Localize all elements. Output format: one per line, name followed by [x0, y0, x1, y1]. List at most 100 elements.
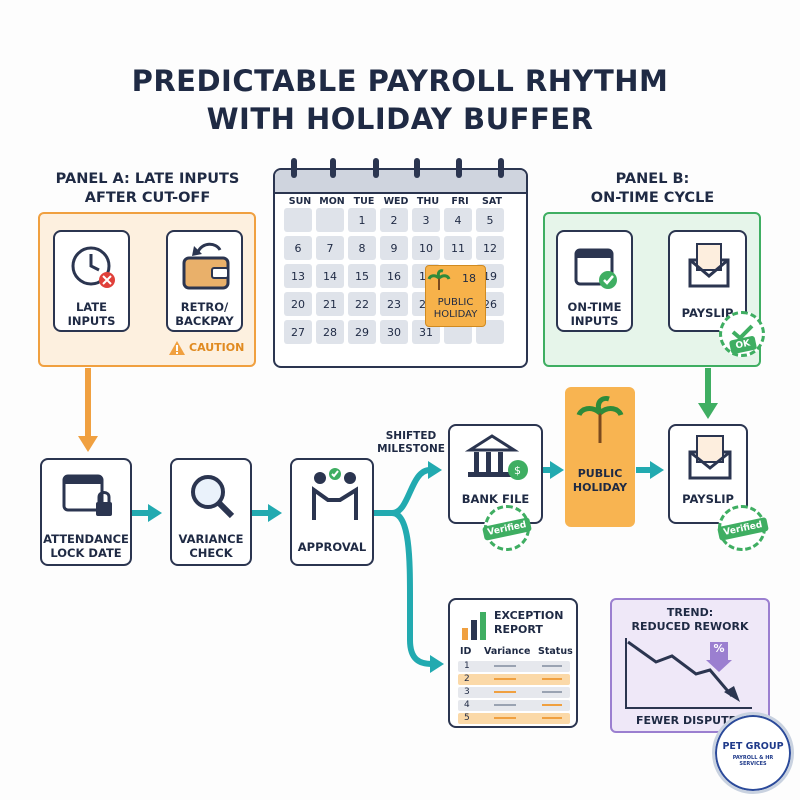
panel-a-title: PANEL A: LATE INPUTS AFTER CUT-OFF: [30, 170, 265, 208]
panel-b-title-line-2: ON-TIME CYCLE: [590, 190, 715, 206]
report-row-id-4: 4: [464, 700, 470, 710]
report-row-id-2: 2: [464, 674, 470, 684]
report-title-line-1: EXCEPTION: [494, 609, 564, 622]
trend-title-line-2: REDUCED REWORK: [631, 620, 749, 633]
late-inputs-label: LATE INPUTS: [67, 300, 116, 328]
report-title-line-2: REPORT: [494, 623, 543, 636]
approval-label: APPROVAL: [297, 540, 367, 554]
envelope-icon: [688, 243, 730, 288]
dow-sat: SAT: [482, 196, 502, 207]
report-header-status: Status: [538, 646, 573, 657]
shifted-milestone-label: SHIFTED MILESTONE: [377, 430, 445, 455]
trend-title: TREND: REDUCED REWORK: [612, 606, 768, 634]
late-inputs-card: LATE INPUTS: [53, 230, 130, 332]
retro-backpay-card: RETRO/ BACKPAY: [166, 230, 243, 332]
calendar-day: 10: [412, 236, 440, 260]
exception-report-title: EXCEPTION REPORT: [494, 609, 563, 637]
verified-badge-payslip: Verified: [717, 505, 769, 551]
calendar-day: 12: [476, 236, 504, 260]
approval-card: APPROVAL: [290, 458, 374, 566]
calendar-day: 22: [348, 292, 376, 316]
panel-a-title-line-2: AFTER CUT-OFF: [84, 190, 211, 206]
report-row-id-5: 5: [464, 713, 470, 723]
calendar-day: 8: [348, 236, 376, 260]
trend-line-chart: [625, 638, 752, 709]
report-header-id: ID: [460, 646, 472, 657]
company-logo: PET GROUP PAYROLL & HR SERVICES: [712, 712, 794, 794]
calendar-day: 27: [284, 320, 312, 344]
variance-check-label: VARIANCE CHECK: [178, 532, 244, 560]
attendance-lock-card: ATTENDANCE LOCK DATE: [40, 458, 132, 566]
variance-check-card: VARIANCE CHECK: [170, 458, 252, 566]
calendar-day: 11: [444, 236, 472, 260]
calendar-day: 3: [412, 208, 440, 232]
palm-tree-icon-large: [576, 396, 624, 443]
trend-panel: TREND: REDUCED REWORK % FEWER DISPUTES: [610, 598, 770, 733]
payslip-label-b: PAYSLIP: [681, 306, 734, 320]
svg-text:$: $: [514, 464, 521, 477]
calendar-day: 16: [380, 264, 408, 288]
holiday-label: PUBLIC HOLIDAY: [433, 297, 478, 320]
bank-icon: $: [464, 434, 528, 480]
palm-tree-icon: [427, 269, 451, 290]
calendar-day: 20: [284, 292, 312, 316]
dow-fri: FRI: [451, 196, 469, 207]
holiday-day-number: 18: [462, 272, 476, 285]
verified-badge-bank: Verified: [482, 505, 532, 551]
envelope-icon-flow: [688, 435, 732, 480]
title-line-1: PREDICTABLE PAYROLL RHYTHM: [131, 64, 669, 98]
dow-mon: MON: [319, 196, 345, 207]
public-holiday-highlight: 18 PUBLIC HOLIDAY: [425, 265, 486, 327]
bar-chart-icon: [462, 612, 486, 640]
calendar-day: 21: [316, 292, 344, 316]
calendar-day: 6: [284, 236, 312, 260]
clock-alert-icon: [71, 246, 115, 288]
calendar-day: 28: [316, 320, 344, 344]
dow-sun: SUN: [288, 196, 312, 207]
payslip-card-b: PAYSLIP: [668, 230, 747, 332]
panel-b-title-line-1: PANEL B:: [615, 171, 690, 187]
verified-label-bank: Verified: [482, 517, 532, 541]
attendance-lock-label: ATTENDANCE LOCK DATE: [43, 532, 129, 560]
panel-b-title: PANEL B: ON-TIME CYCLE: [540, 170, 765, 208]
dow-tue: TUE: [353, 196, 375, 207]
title-line-2: WITH HOLIDAY BUFFER: [206, 102, 594, 136]
calendar-day: 30: [380, 320, 408, 344]
on-time-inputs-card: ON-TIME INPUTS: [556, 230, 633, 332]
magnifier-icon: [191, 475, 235, 519]
calendar-day: 15: [348, 264, 376, 288]
exception-report-card: EXCEPTION REPORT ID Variance Status 1 2 …: [448, 598, 578, 728]
caution-label: CAUTION: [189, 341, 245, 354]
warning-icon: [169, 341, 185, 355]
logo-name: PET GROUP: [722, 741, 784, 752]
report-id-column: 1 2 3 4 5: [464, 660, 470, 725]
dow-wed: WED: [383, 196, 409, 207]
report-row-id-3: 3: [464, 687, 470, 697]
calendar-day: [284, 208, 312, 232]
page-title: PREDICTABLE PAYROLL RHYTHM WITH HOLIDAY …: [0, 62, 800, 138]
trend-footer: FEWER DISPUTES: [635, 714, 745, 727]
payslip-label-flow: PAYSLIP: [682, 492, 734, 506]
dow-thu: THU: [416, 196, 440, 207]
public-holiday-block: PUBLIC HOLIDAY: [565, 387, 635, 527]
calendar-day: 14: [316, 264, 344, 288]
calendar-day: 4: [444, 208, 472, 232]
calendar-day: 13: [284, 264, 312, 288]
calendar-day: 7: [316, 236, 344, 260]
bank-file-label: BANK FILE: [461, 492, 530, 506]
trend-title-line-1: TREND:: [666, 606, 714, 619]
calendar-day: 9: [380, 236, 408, 260]
report-header-variance: Variance: [484, 646, 531, 657]
calendar-lock-icon: [62, 474, 112, 516]
calendar-day: 29: [348, 320, 376, 344]
calendar-header: [275, 170, 526, 194]
handshake-icon: [312, 468, 358, 520]
ok-badge: OK: [719, 311, 765, 357]
retro-backpay-label: RETRO/ BACKPAY: [175, 300, 234, 328]
wallet-return-icon: [182, 242, 230, 290]
report-value-dashes: [494, 665, 562, 719]
logo-tagline: PAYROLL & HR SERVICES: [732, 755, 774, 767]
report-row-id-1: 1: [464, 661, 470, 671]
calendar-check-icon: [574, 248, 617, 289]
